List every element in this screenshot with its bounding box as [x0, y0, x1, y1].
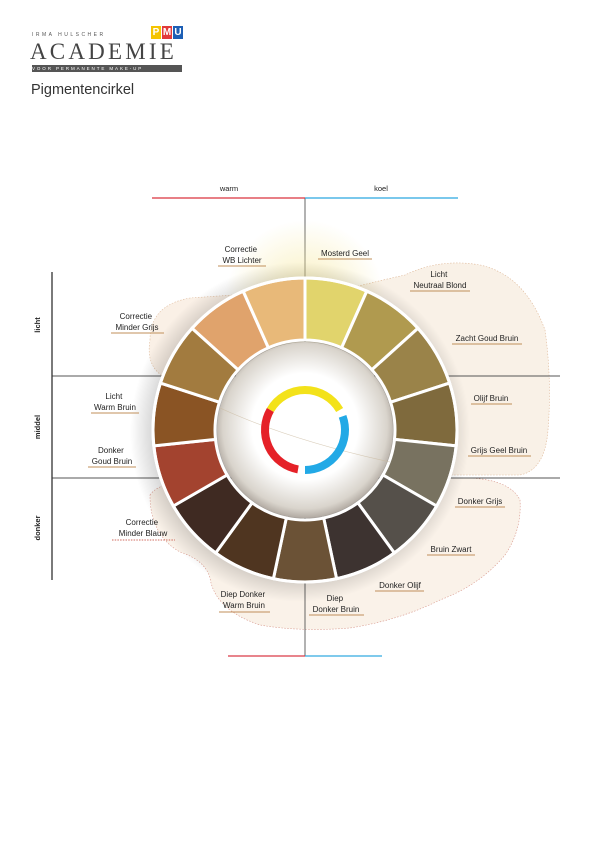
label-donker-grijs: Donker Grijs	[458, 497, 502, 506]
inner-divider	[219, 407, 391, 463]
label-correctie-minder-grijs: Correctie Minder Grijs	[115, 312, 158, 332]
page-title: Pigmentencirkel	[31, 82, 135, 98]
label-grijs-geel-bruin: Grijs Geel Bruin	[471, 446, 527, 455]
label-mosterd-geel: Mosterd Geel	[321, 249, 369, 258]
koel-label: koel	[374, 184, 388, 193]
logo-pmu-m: M	[162, 26, 172, 39]
logo-pmu-u: U	[173, 26, 183, 39]
logo-sub-text: VOOR PERMANENTE MAKE-UP	[32, 65, 182, 72]
label-licht-neutraal-blond: Licht Neutraal Blond	[414, 270, 467, 290]
logo-pmu-badge: P M U	[151, 26, 183, 39]
middel-label: middel	[33, 415, 42, 439]
donker-label: donker	[33, 515, 42, 540]
licht-label: licht	[33, 317, 42, 333]
label-bruin-zwart: Bruin Zwart	[431, 545, 473, 554]
label-diep-donker-bruin: Diep Donker Bruin	[313, 594, 360, 614]
wheel-inner-disc	[217, 342, 393, 518]
warm-label: warm	[219, 184, 238, 193]
label-correctie-minder-blauw: Correctie Minder Blauw	[119, 518, 168, 538]
logo-main-text: ACADEMIE	[30, 39, 177, 64]
logo-pmu-p: P	[151, 26, 161, 39]
label-donker-goud-bruin: Donker Goud Bruin	[92, 446, 132, 466]
label-licht-warm-bruin: Licht Warm Bruin	[94, 392, 136, 412]
academy-logo: IRMA HULSCHER P M U ACADEMIE VOOR PERMAN…	[30, 26, 185, 76]
inner-arc-blue	[304, 414, 349, 474]
label-underlines	[88, 258, 531, 616]
label-correctie-wb-lichter: Correctie WB Lichter	[222, 245, 261, 265]
inner-arc-red	[261, 408, 299, 474]
label-olijf-bruin: Olijf Bruin	[474, 394, 509, 403]
wheel-outer-rim	[151, 276, 459, 584]
inner-color-ring	[261, 386, 349, 474]
label-zacht-goud-bruin: Zacht Goud Bruin	[456, 334, 519, 343]
pigment-wheel	[151, 276, 459, 584]
inner-arc-yellow	[266, 386, 344, 413]
label-donker-olijf: Donker Olijf	[379, 581, 422, 590]
logo-top-text: IRMA HULSCHER	[32, 32, 106, 38]
label-diep-donker-warm-bruin: Diep Donker Warm Bruin	[221, 590, 268, 610]
